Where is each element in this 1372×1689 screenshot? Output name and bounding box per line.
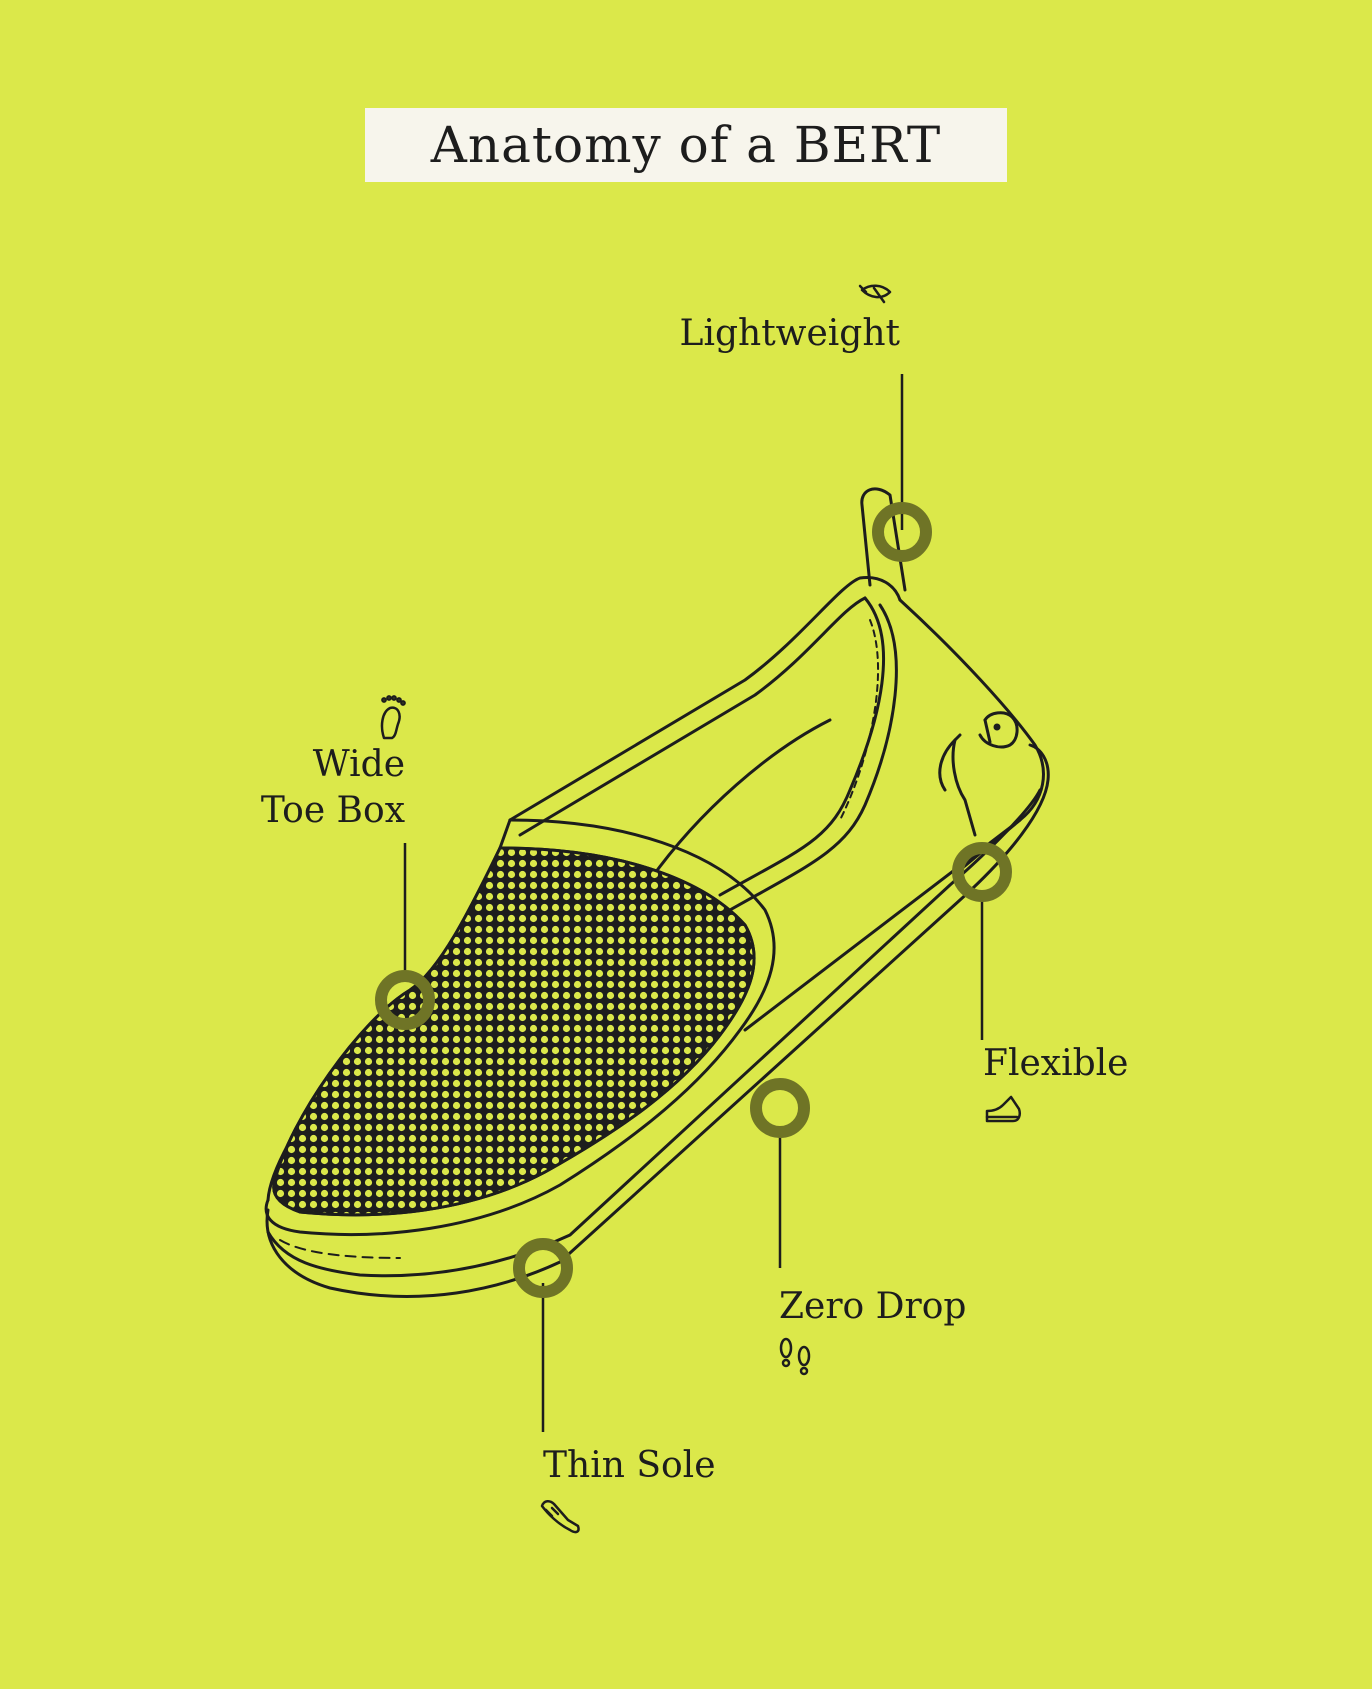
footprints-icon [779, 1337, 811, 1376]
label-wide-toe-box: Wide Toe Box [205, 742, 405, 834]
marker-thin-sole [513, 1238, 573, 1298]
mesh-panel [272, 846, 756, 1217]
marker-rings [375, 502, 1012, 1298]
footprint-icon [380, 695, 406, 740]
title-banner: Anatomy of a BERT [365, 108, 1007, 182]
label-wide-toe-box-line2: Toe Box [260, 790, 405, 831]
bending-shoe-icon [985, 1095, 1021, 1123]
marker-zero-drop [750, 1078, 810, 1138]
label-thin-sole: Thin Sole [543, 1445, 716, 1486]
diagram-title: Anatomy of a BERT [430, 116, 942, 174]
marker-lightweight [872, 502, 932, 562]
label-lightweight: Lightweight [679, 313, 900, 354]
feather-icon [858, 284, 892, 304]
marker-flexible [952, 842, 1012, 902]
label-zero-drop: Zero Drop [779, 1286, 967, 1327]
label-flexible: Flexible [983, 1043, 1129, 1084]
label-wide-toe-box-line1: Wide [312, 744, 405, 785]
marker-wide-toe-box [375, 970, 435, 1030]
dog-logo-icon [938, 711, 1019, 837]
shoe-icon [540, 1500, 580, 1534]
